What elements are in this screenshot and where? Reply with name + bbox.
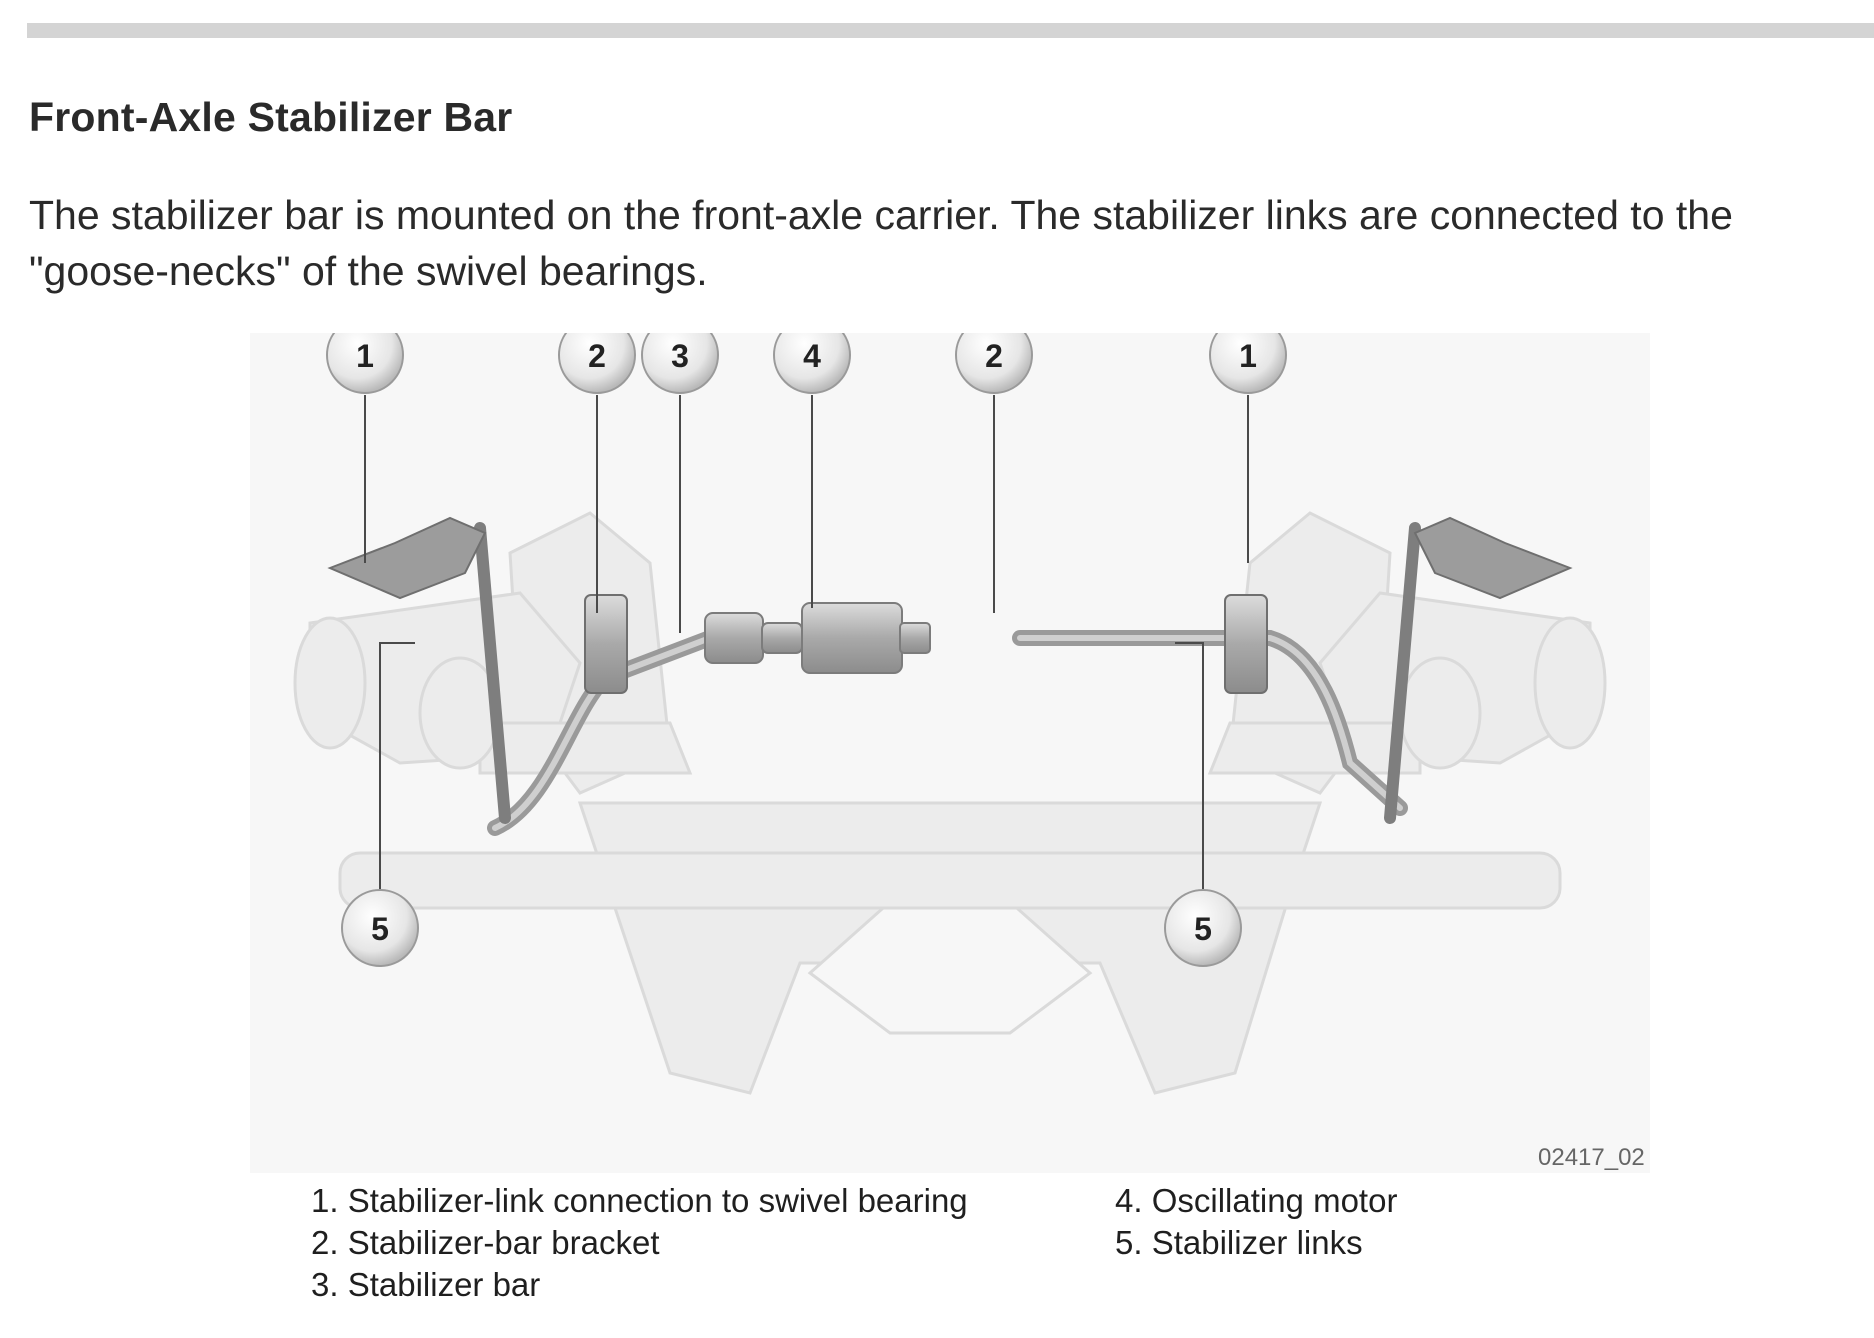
axle-carrier-ghost	[293, 511, 1607, 1095]
section-title: Front-Axle Stabilizer Bar	[29, 94, 513, 140]
callout-1-left: 1	[326, 333, 404, 394]
legend-right-column: 4. Oscillating motor 5. Stabilizer links	[1115, 1180, 1397, 1264]
legend-item: 2. Stabilizer-bar bracket	[311, 1224, 660, 1261]
axle-drawing: 1 2 3 4 2 1 5 5	[293, 333, 1607, 1095]
legend-item: 4. Oscillating motor	[1115, 1182, 1398, 1219]
callout-5-left: 5	[341, 889, 419, 967]
legend-left-column: 1. Stabilizer-link connection to swivel …	[311, 1180, 968, 1306]
intro-paragraph: The stabilizer bar is mounted on the fro…	[29, 192, 1733, 294]
stabilizer-links	[327, 516, 1573, 824]
figure-id: 02417_02	[1538, 1144, 1645, 1171]
callout-label: 3	[671, 338, 689, 374]
stabilizer-bar-illustration: 1 2 3 4 2 1 5 5	[250, 333, 1650, 1173]
oscillating-motor	[704, 602, 931, 674]
callout-5-right: 5	[1164, 889, 1242, 967]
callout-4: 4	[773, 333, 851, 394]
callout-label: 1	[1239, 338, 1257, 374]
legend-item: 3. Stabilizer bar	[311, 1266, 541, 1303]
callout-2-right: 2	[955, 333, 1033, 394]
callout-label: 1	[356, 338, 374, 374]
callout-2-left: 2	[558, 333, 636, 394]
callout-label: 2	[588, 338, 606, 374]
callout-label: 5	[371, 911, 389, 947]
stabilizer-bar-brackets	[584, 594, 1268, 694]
legend-item: 5. Stabilizer links	[1115, 1224, 1363, 1261]
top-divider	[27, 23, 1874, 38]
callout-label: 5	[1194, 911, 1212, 947]
callout-1-right: 1	[1209, 333, 1287, 394]
callout-label: 4	[803, 338, 821, 374]
callout-3: 3	[641, 333, 719, 394]
callout-label: 2	[985, 338, 1003, 374]
leader-lines	[364, 395, 1249, 889]
legend-item: 1. Stabilizer-link connection to swivel …	[311, 1182, 968, 1219]
